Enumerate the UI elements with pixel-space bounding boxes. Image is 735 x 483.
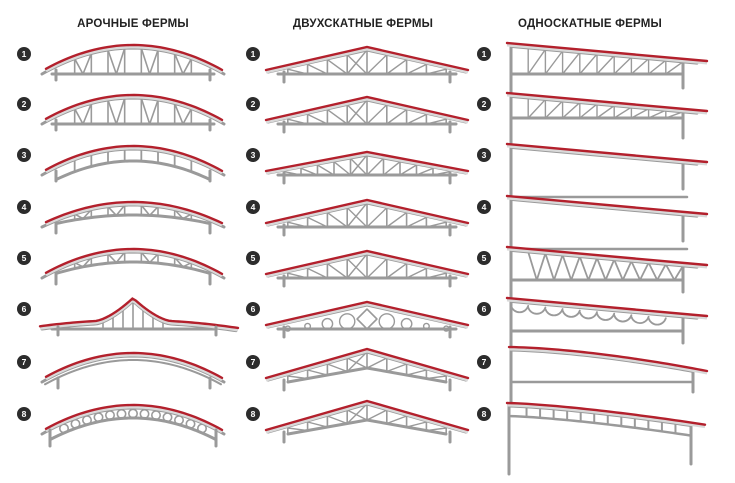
row-number-badge-arch-8: 8 — [17, 407, 31, 421]
truss-gable-4 — [264, 198, 470, 237]
truss-arch-8 — [40, 403, 226, 448]
row-number-badge-mono-2: 2 — [477, 97, 491, 111]
row-number-badge-arch-3: 3 — [17, 148, 31, 162]
row-number-badge-arch-7: 7 — [17, 355, 31, 369]
truss-mono-3 — [505, 142, 709, 199]
truss-arch-6 — [38, 297, 240, 337]
row-number-badge-gable-2: 2 — [246, 97, 260, 111]
truss-arch-4 — [40, 200, 226, 235]
row-number-badge-arch-2: 2 — [17, 97, 31, 111]
row-number-badge-arch-5: 5 — [17, 251, 31, 265]
truss-mono-4 — [505, 194, 709, 251]
truss-gable-7 — [264, 347, 470, 392]
truss-arch-5 — [40, 247, 226, 286]
truss-gable-5 — [264, 249, 470, 288]
row-number-badge-gable-7: 7 — [246, 355, 260, 369]
truss-gable-3 — [264, 150, 470, 185]
row-number-badge-mono-3: 3 — [477, 148, 491, 162]
row-number-badge-arch-6: 6 — [17, 302, 31, 316]
row-number-badge-gable-5: 5 — [246, 251, 260, 265]
row-number-badge-gable-6: 6 — [246, 302, 260, 316]
truss-gable-8 — [264, 399, 470, 444]
truss-mono-8 — [505, 401, 707, 476]
truss-mono-5 — [505, 245, 709, 300]
truss-mono-6 — [505, 296, 709, 351]
truss-gable-1 — [264, 45, 470, 84]
row-number-badge-arch-1: 1 — [17, 47, 31, 61]
row-number-badge-mono-7: 7 — [477, 355, 491, 369]
row-number-badge-mono-1: 1 — [477, 47, 491, 61]
truss-arch-2 — [40, 93, 226, 132]
row-number-badge-gable-1: 1 — [246, 47, 260, 61]
truss-mono-7 — [507, 345, 709, 406]
row-number-badge-gable-4: 4 — [246, 200, 260, 214]
truss-mono-2 — [505, 91, 709, 146]
truss-gable-6 — [264, 300, 470, 339]
row-number-badge-mono-8: 8 — [477, 407, 491, 421]
row-number-badge-mono-4: 4 — [477, 200, 491, 214]
column-title-mono: ОДНОСКАТНЫЕ ФЕРМЫ — [518, 18, 662, 30]
column-title-gable: ДВУХСКАТНЫЕ ФЕРМЫ — [292, 18, 434, 30]
truss-mono-1 — [505, 41, 709, 96]
truss-arch-3 — [40, 144, 226, 183]
truss-gable-2 — [264, 95, 470, 134]
row-number-badge-gable-3: 3 — [246, 148, 260, 162]
row-number-badge-mono-5: 5 — [477, 251, 491, 265]
row-number-badge-arch-4: 4 — [17, 200, 31, 214]
row-number-badge-gable-8: 8 — [246, 407, 260, 421]
truss-arch-7 — [40, 351, 226, 390]
truss-arch-1 — [40, 43, 226, 82]
column-title-arch: АРОЧНЫЕ ФЕРМЫ — [77, 18, 189, 30]
row-number-badge-mono-6: 6 — [477, 302, 491, 316]
